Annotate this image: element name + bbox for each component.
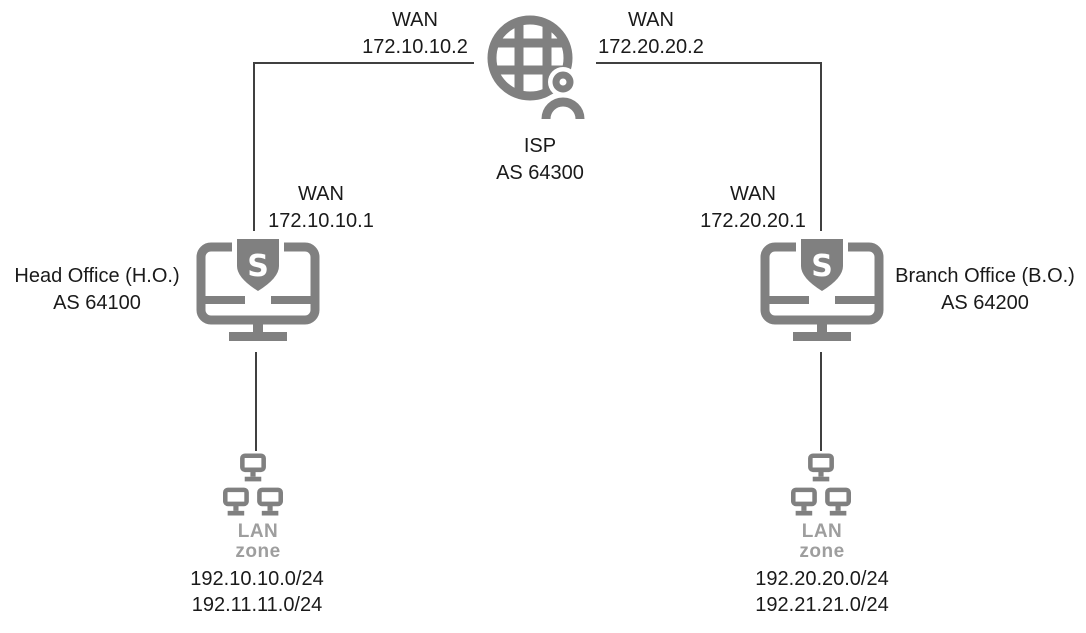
label-wan-bo: WAN 172.20.20.1 — [653, 181, 853, 235]
wan-label: WAN — [392, 9, 438, 31]
label-ho-lan-zone: LAN zone — [158, 522, 358, 562]
wan-label: WAN — [730, 183, 776, 205]
link-line-ho-lan — [255, 352, 257, 451]
subnet: 192.10.10.0/24 — [190, 568, 324, 590]
office-asn: AS 64200 — [941, 292, 1029, 314]
svg-text:S: S — [811, 249, 833, 284]
lan-label: LAN — [801, 521, 843, 542]
wan-label: WAN — [628, 9, 674, 31]
wan-ip: 172.10.10.2 — [362, 36, 468, 58]
subnet: 192.11.11.0/24 — [191, 594, 323, 616]
wan-ip: 172.20.20.2 — [598, 36, 704, 58]
ho-firewall-icon: S — [196, 235, 320, 345]
label-wan-isp-ho: WAN 172.10.10.2 — [315, 7, 515, 61]
office-asn: AS 64100 — [53, 292, 141, 314]
wan-label: WAN — [298, 183, 344, 205]
label-wan-isp-bo: WAN 172.20.20.2 — [551, 7, 751, 61]
ho-lan-zone-icon — [223, 453, 283, 517]
link-line-bo-lan — [820, 352, 822, 451]
bo-firewall-icon: S — [760, 235, 884, 345]
subnet: 192.21.21.0/24 — [755, 594, 889, 616]
svg-text:S: S — [247, 249, 269, 284]
isp-asn: AS 64300 — [496, 162, 584, 184]
isp-name: ISP — [523, 135, 557, 157]
label-isp-node: ISP AS 64300 — [440, 133, 640, 187]
bo-lan-zone-icon — [791, 453, 851, 517]
office-name: Head Office (H.O.) — [14, 265, 180, 287]
subnet: 192.20.20.0/24 — [755, 568, 889, 590]
wan-ip: 172.10.10.1 — [268, 210, 374, 232]
link-line-isp-bo-horizontal — [596, 62, 822, 64]
link-line-isp-ho-vertical — [253, 62, 255, 231]
link-line-isp-bo-vertical — [820, 62, 822, 231]
zone-label: zone — [235, 541, 281, 562]
label-bo-lan-subnets: 192.20.20.0/24 192.21.21.0/24 — [722, 566, 922, 618]
label-branch-office: Branch Office (B.O.) AS 64200 — [885, 263, 1085, 317]
link-line-isp-ho-horizontal — [253, 62, 474, 64]
label-head-office: Head Office (H.O.) AS 64100 — [0, 263, 197, 317]
office-name: Branch Office (B.O.) — [895, 265, 1075, 287]
wan-ip: 172.20.20.1 — [700, 210, 806, 232]
label-ho-lan-subnets: 192.10.10.0/24 192.11.11.0/24 — [157, 566, 357, 618]
lan-label: LAN — [237, 521, 279, 542]
label-bo-lan-zone: LAN zone — [722, 522, 922, 562]
label-wan-ho: WAN 172.10.10.1 — [221, 181, 421, 235]
isp-internet-globe-icon — [484, 12, 590, 126]
zone-label: zone — [799, 541, 845, 562]
